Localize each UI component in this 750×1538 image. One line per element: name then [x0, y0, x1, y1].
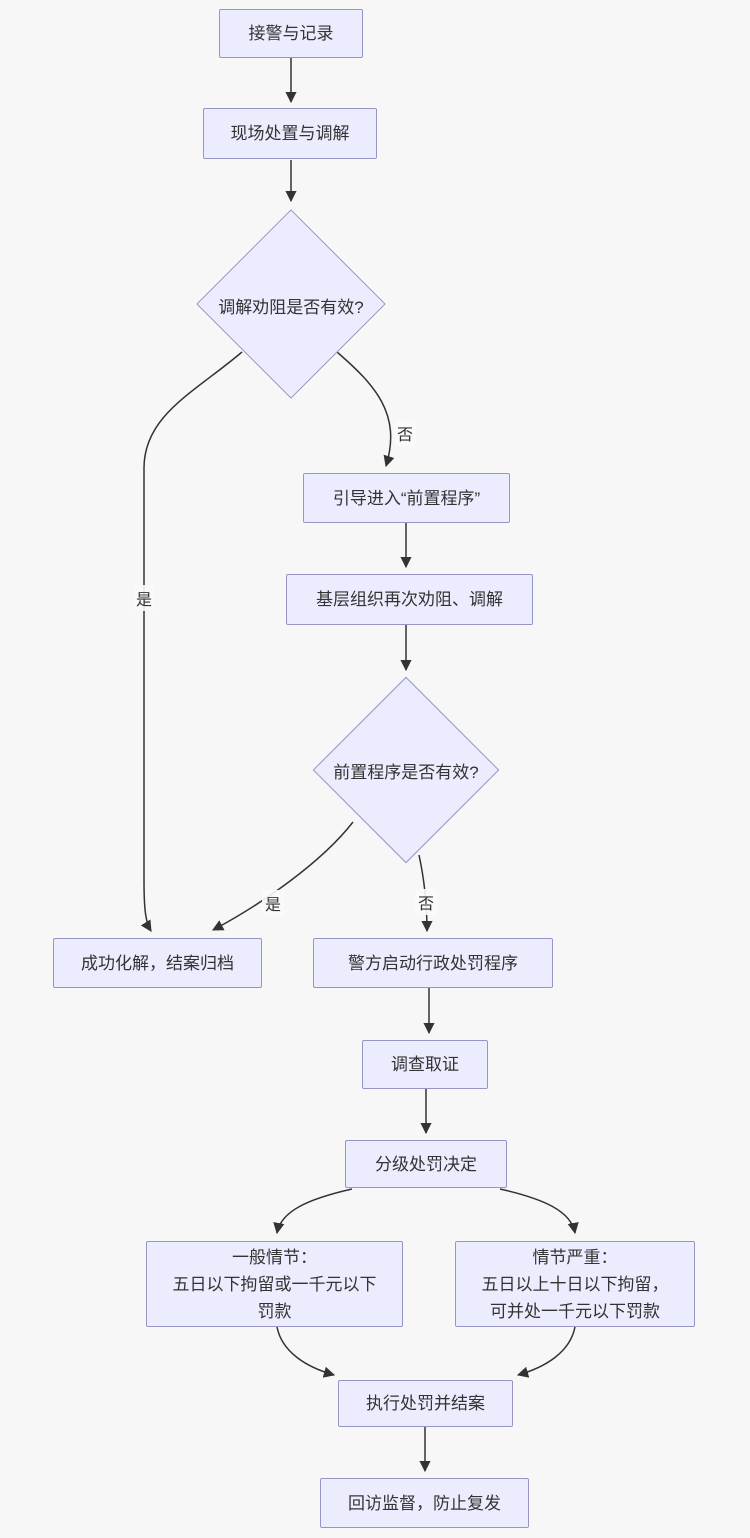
edge-label-no1: 否: [393, 420, 417, 446]
edge-decide-to-general: [273, 1188, 353, 1235]
edge-label-yes1: 是: [132, 585, 156, 611]
edge-decision2-yes-to-resolved: [212, 821, 354, 931]
node-decision1: 调解劝阻是否有效?: [218, 297, 364, 317]
edge-decision1-no-to-guide: [336, 351, 395, 468]
node-decide: 分级处罚决定: [345, 1140, 507, 1188]
edge-label-yes2: 是: [261, 890, 285, 916]
node-guide: 引导进入“前置程序”: [303, 473, 510, 523]
edge-label-no2: 否: [414, 889, 438, 915]
node-resolved: 成功化解，结案归档: [53, 938, 262, 988]
node-execute: 执行处罚并结案: [338, 1380, 513, 1427]
edge-decide-to-serious: [499, 1188, 579, 1235]
node-grassroots: 基层组织再次劝阻、调解: [286, 574, 533, 625]
node-decision2: 前置程序是否有效?: [333, 762, 479, 782]
node-police: 警方启动行政处罚程序: [313, 938, 553, 988]
edge-general-to-execute: [276, 1326, 336, 1378]
node-onsite: 现场处置与调解: [203, 108, 377, 159]
node-followup: 回访监督，防止复发: [320, 1478, 529, 1528]
node-receive: 接警与记录: [219, 9, 363, 58]
edge-decision1-yes-to-resolved: [140, 351, 243, 932]
edge-serious-to-execute: [516, 1326, 576, 1378]
node-serious: 情节严重： 五日以上十日以下拘留， 可并处一千元以下罚款: [455, 1241, 695, 1327]
node-general: 一般情节： 五日以下拘留或一千元以下 罚款: [146, 1241, 403, 1327]
node-investigate: 调查取证: [362, 1040, 488, 1089]
